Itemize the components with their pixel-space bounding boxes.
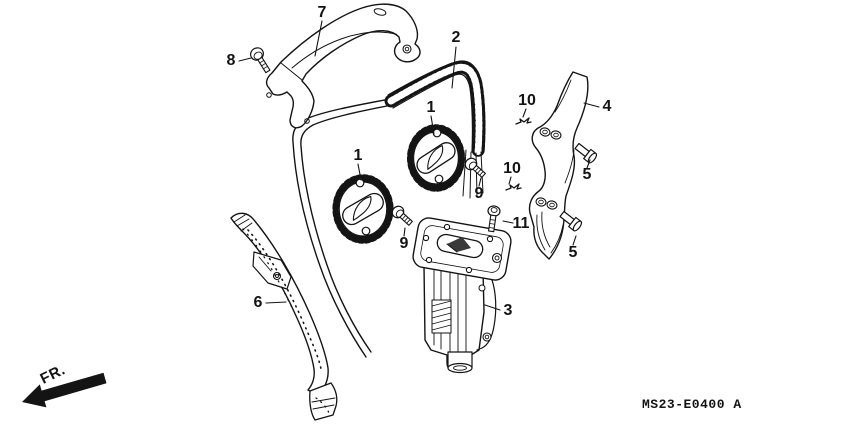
part-4-setting-plate	[528, 71, 589, 260]
part-10-pin-lower	[505, 183, 522, 191]
part-10-pin-upper	[515, 117, 532, 125]
part-9-bolt-right	[464, 157, 486, 178]
callout-1-lower: 1	[353, 147, 363, 164]
part-11-bolt	[487, 205, 501, 233]
part-5-bolt-upper	[574, 142, 598, 164]
callout-4: 4	[602, 98, 612, 115]
callout-8: 8	[226, 52, 236, 69]
part-9-bolt-left	[391, 205, 413, 226]
part-2-cam-chain	[384, 60, 486, 199]
callout-3: 3	[503, 302, 513, 319]
part-1-cam-sprocket-lower	[332, 174, 394, 244]
callout-6: 6	[253, 294, 263, 311]
callout-9-right: 9	[474, 185, 484, 202]
callout-10-lower: 10	[503, 160, 521, 177]
part-3-pump-top-plate	[412, 217, 512, 281]
callout-10-upper: 10	[518, 92, 536, 109]
callout-11: 11	[512, 215, 530, 232]
part-8-bolt	[250, 47, 271, 74]
part-5-bolt-lower	[559, 210, 583, 232]
callout-5-upper: 5	[582, 166, 592, 183]
callout-7: 7	[317, 4, 327, 21]
part-1-cam-sprocket-upper	[406, 124, 466, 192]
callout-2: 2	[451, 29, 461, 46]
callout-5-lower: 5	[568, 244, 578, 261]
cam-chain-loop-lines	[292, 98, 393, 358]
part-7-guide-bracket	[265, 3, 421, 129]
drawing-code: MS23-E0400 A	[642, 397, 742, 412]
part-6-chain-guide	[230, 212, 338, 421]
leader-lines	[238, 20, 600, 311]
front-direction-arrow	[22, 372, 107, 408]
part-3-pump-body	[423, 255, 497, 374]
callout-9-left: 9	[399, 235, 409, 252]
callout-1-upper: 1	[426, 99, 436, 116]
